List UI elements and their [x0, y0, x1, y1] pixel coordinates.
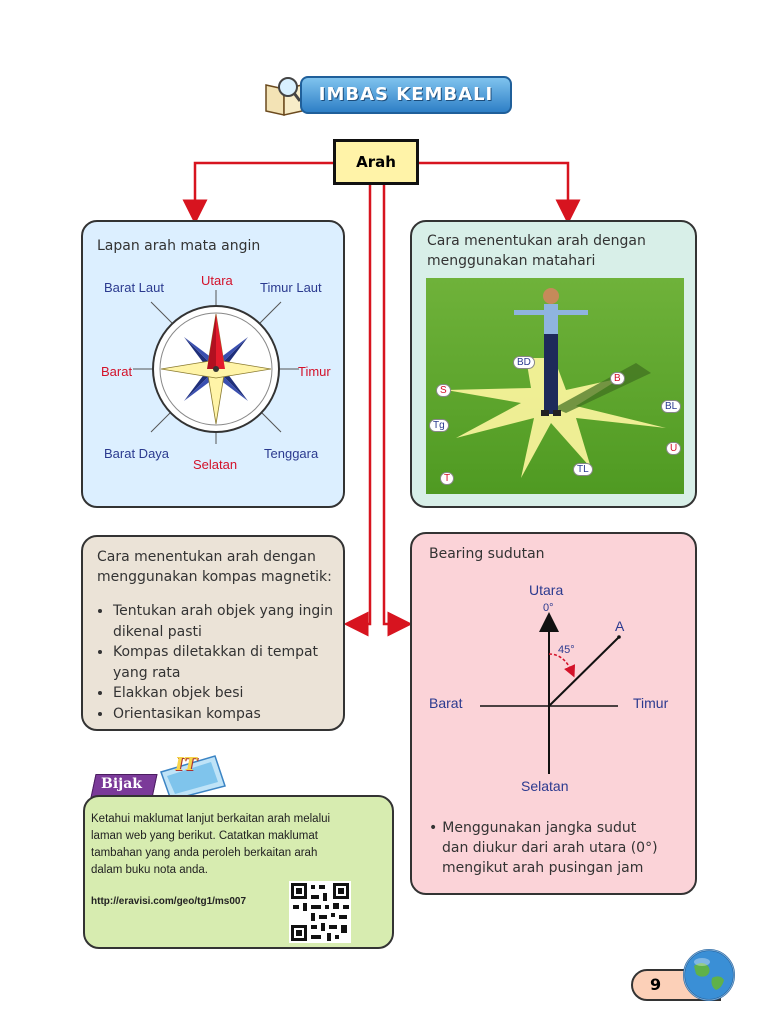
- label-northeast: Timur Laut: [260, 280, 322, 295]
- sun-shadow-photo: [426, 278, 684, 494]
- marker-tg: Tg: [429, 413, 449, 432]
- globe-icon: [683, 949, 735, 1001]
- text-line: Ketahui maklumat lanjut berkaitan arah m…: [91, 813, 331, 825]
- note-line: dan diukur dari arah utara (0°): [442, 840, 658, 856]
- panel-title-line1: Cara menentukan arah dengan: [427, 233, 646, 249]
- qr-code-icon[interactable]: [289, 881, 351, 943]
- marker-s: S: [436, 378, 451, 397]
- marker-bl: BL: [661, 394, 682, 413]
- eight-directions-panel: Lapan arah mata angin Utara Barat Laut T…: [81, 220, 345, 508]
- label-southwest: Barat Daya: [104, 446, 170, 461]
- text-line: laman web yang berikut. Catatkan makluma…: [91, 830, 318, 842]
- panel-title-line2: menggunakan matahari: [427, 253, 596, 269]
- grass-field-illustration: [426, 278, 684, 494]
- bijak-it-badge: Bijak IT: [90, 752, 233, 802]
- list-item: Elakkan objek besi: [113, 683, 341, 704]
- note-line: mengikut arah pusingan jam: [442, 860, 644, 876]
- label-point-a: A: [615, 618, 625, 634]
- label-south: Selatan: [521, 778, 569, 794]
- banner-title: IMBAS KEMBALI: [318, 84, 494, 105]
- topic-box: Arah: [333, 139, 419, 185]
- bijak-it-panel: Ketahui maklumat lanjut berkaitan arah m…: [83, 795, 394, 949]
- label-west: Barat: [429, 695, 463, 711]
- page-number: 9: [650, 975, 662, 994]
- label-angle: 45°: [558, 644, 575, 656]
- text-line: dalam buku nota anda.: [91, 864, 209, 876]
- marker-b: B: [610, 366, 625, 385]
- label-south: Selatan: [193, 457, 238, 472]
- list-item: Kompas diletakkan di tempat yang rata: [113, 642, 341, 683]
- list-item: Tentukan arah objek yang ingin dikenal p…: [113, 601, 341, 642]
- note-line: Menggunakan jangka sudut: [442, 820, 637, 836]
- label-east: Timur: [298, 364, 331, 379]
- book-magnifier-icon: [265, 77, 303, 116]
- panel-title-line1: Cara menentukan arah dengan: [97, 549, 316, 565]
- resource-link[interactable]: http://eravisi.com/geo/tg1/ms007: [91, 896, 247, 907]
- label-northwest: Barat Laut: [104, 280, 164, 295]
- compass-method-panel: Cara menentukan arah dengan menggunakan …: [81, 535, 345, 731]
- section-banner: IMBAS KEMBALI: [262, 73, 514, 119]
- panel-title: Bearing sudutan: [429, 546, 545, 562]
- marker-bd: BD: [513, 350, 535, 369]
- label-west: Barat: [101, 364, 133, 379]
- label-north: Utara: [201, 273, 233, 288]
- bearing-panel: Bearing sudutan Utara 0° 45° A Barat Tim…: [410, 532, 697, 895]
- panel-title: Lapan arah mata angin: [97, 238, 261, 254]
- bijak-text: Ketahui maklumat lanjut berkaitan arah m…: [91, 811, 330, 879]
- bearing-diagram: [480, 612, 621, 774]
- marker-u: U: [666, 436, 682, 455]
- compass-steps-list: Tentukan arah objek yang ingin dikenal p…: [95, 601, 341, 724]
- panel-title-line2: menggunakan kompas magnetik:: [97, 569, 332, 585]
- label-southeast: Tenggara: [264, 446, 319, 461]
- text-line: tambahan yang anda peroleh berkaitan ara…: [91, 847, 318, 859]
- bijak-tag: Bijak: [101, 776, 142, 792]
- compass-rose: [133, 290, 299, 444]
- label-east: Timur: [633, 695, 669, 711]
- label-zero-degree: 0°: [543, 602, 554, 614]
- list-item: Orientasikan kompas: [113, 704, 341, 725]
- marker-tl: TL: [573, 457, 593, 476]
- it-logo-text: IT: [175, 754, 197, 775]
- it-logo-icon: [160, 755, 226, 801]
- marker-t: T: [440, 466, 455, 485]
- label-north: Utara: [529, 582, 564, 598]
- bearing-note: •Menggunakan jangka sudut dan diukur dar…: [429, 820, 658, 876]
